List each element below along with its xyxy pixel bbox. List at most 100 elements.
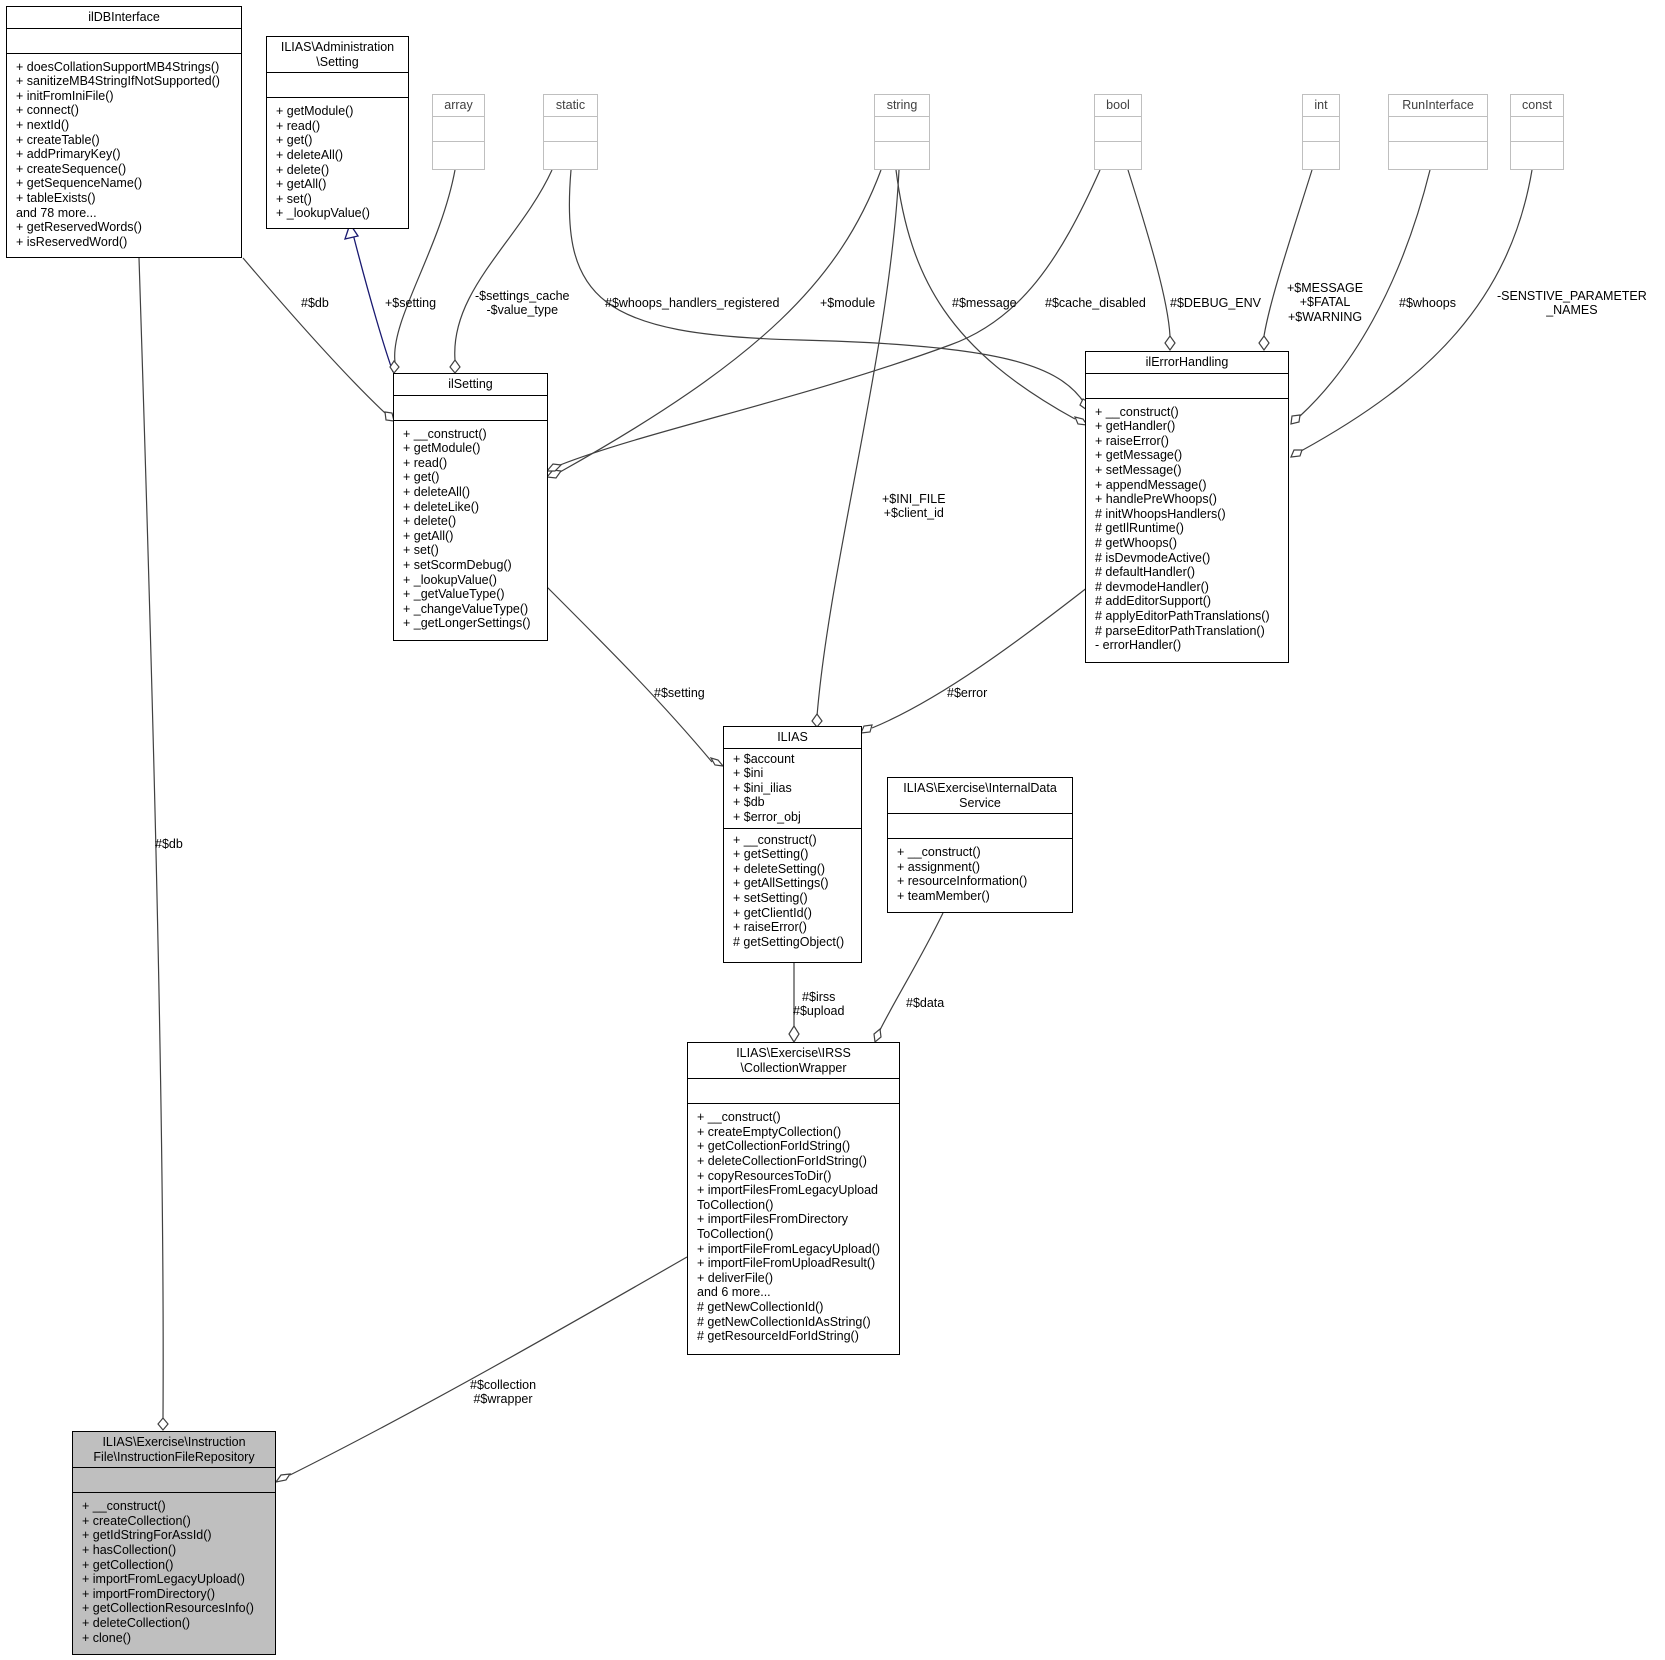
method: + deleteAll() [403, 484, 471, 499]
class-title: ilSetting [448, 377, 493, 391]
method: + __construct() [82, 1499, 166, 1514]
diamond-string-ilsetting [545, 469, 563, 479]
class-array[interactable]: array [432, 94, 485, 170]
method: # addEditorSupport() [1095, 594, 1212, 609]
class-ilsetting[interactable]: ilSetting + __construct() + getModule() … [393, 373, 548, 641]
edge-bool-errorhandling [1127, 169, 1171, 337]
method: + read() [276, 118, 321, 133]
diamond-ilias-wrapper [788, 1024, 800, 1044]
class-title: ILIAS\Exercise\IRSS \CollectionWrapper [736, 1046, 851, 1075]
method: + deleteLike() [403, 499, 480, 514]
attribute: + $ini [733, 766, 764, 781]
method: + _lookupValue() [403, 572, 497, 587]
method: + setMessage() [1095, 462, 1182, 477]
diamond-db-ilsetting [384, 411, 395, 422]
method: + assignment() [897, 859, 981, 874]
method: + getSetting() [733, 847, 809, 862]
method: + createEmptyCollection() [697, 1124, 842, 1139]
attribute-section [888, 813, 1072, 838]
attribute-section [1086, 372, 1288, 398]
edge-label-db-setting: #$db [301, 296, 329, 310]
diamond-ilsetting-ilias [709, 757, 725, 767]
method: + connect() [16, 103, 79, 118]
method: ToCollection() [697, 1197, 774, 1212]
method: + tableExists() [16, 190, 96, 205]
class-title: ILIAS [777, 730, 808, 744]
edge-label-cache-disabled: #$cache_disabled [1045, 296, 1146, 310]
method: + _lookupValue() [276, 206, 370, 221]
method: + getIdStringForAssId() [82, 1528, 212, 1543]
method: - errorHandler() [1095, 638, 1182, 653]
method: + resourceInformation() [897, 874, 1028, 889]
class-title: string [886, 98, 918, 112]
method: + raiseError() [1095, 433, 1169, 448]
method: + initFromIniFile() [16, 88, 114, 103]
method: + createCollection() [82, 1513, 191, 1528]
edge-label-sensitive: -SENSTIVE_PARAMETER _NAMES [1497, 289, 1647, 318]
method: + _changeValueType() [403, 601, 529, 616]
method: + deleteCollection() [82, 1615, 191, 1630]
method: + isReservedWord() [16, 234, 128, 249]
class-const[interactable]: const [1510, 94, 1564, 170]
method: + getSequenceName() [16, 176, 143, 191]
edge-const-errorhandling [1300, 169, 1533, 452]
method: # getNewCollectionId() [697, 1299, 824, 1314]
method: # initWhoopsHandlers() [1095, 506, 1226, 521]
class-administration-setting[interactable]: ILIAS\Administration \Setting + getModul… [266, 36, 409, 229]
method: # getResourceIdForIdString() [697, 1329, 859, 1344]
attribute-section [875, 115, 929, 141]
class-instructionfile-repository[interactable]: ILIAS\Exercise\Instruction File\Instruct… [72, 1431, 276, 1655]
edge-inherit-setting [352, 233, 394, 373]
diamond-const-errorhandling [1290, 449, 1303, 458]
method: + _getLongerSettings() [403, 616, 531, 631]
method-section: + __construct() + assignment() + resourc… [888, 838, 1072, 908]
class-title: RunInterface [1402, 98, 1474, 112]
class-title: const [1522, 98, 1552, 112]
method: # parseEditorPathTranslation() [1095, 623, 1265, 638]
edge-array-ilsetting [394, 169, 456, 363]
method: ToCollection() [697, 1226, 774, 1241]
edge-static-errorhandling [568, 169, 1086, 405]
method: + appendMessage() [1095, 477, 1207, 492]
edge-label-setting-ilias: #$setting [654, 686, 705, 700]
class-ildbinterface[interactable]: ilDBInterface + doesCollationSupportMB4S… [6, 6, 242, 258]
diamond-array-ilsetting [389, 359, 400, 375]
method: # getWhoops() [1095, 535, 1177, 550]
class-title: ILIAS\Exercise\Instruction File\Instruct… [93, 1435, 255, 1464]
diamond-static-ilsetting [449, 358, 461, 374]
attribute-section [688, 1078, 899, 1103]
class-string[interactable]: string [874, 94, 930, 170]
method: + copyResourcesToDir() [697, 1168, 832, 1183]
method: + setSetting() [733, 890, 808, 905]
method: + set() [403, 543, 439, 558]
attribute-section [433, 115, 484, 141]
method: + deleteCollectionForIdString() [697, 1153, 867, 1168]
method: + __construct() [1095, 404, 1179, 419]
method: # defaultHandler() [1095, 565, 1196, 580]
class-internaldata-service[interactable]: ILIAS\Exercise\InternalData Service + __… [887, 777, 1073, 913]
class-title: ilDBInterface [88, 10, 160, 24]
edge-label-debug-env: #$DEBUG_ENV [1170, 296, 1262, 310]
method: + getAll() [276, 177, 327, 192]
attribute: + $account [733, 751, 795, 766]
class-static[interactable]: static [543, 94, 598, 170]
method: + sanitizeMB4StringIfNotSupported() [16, 74, 220, 89]
method: + setScormDebug() [403, 557, 512, 572]
class-int[interactable]: int [1302, 94, 1340, 170]
class-collectionwrapper[interactable]: ILIAS\Exercise\IRSS \CollectionWrapper +… [687, 1042, 900, 1355]
class-ilerrorhandling[interactable]: ilErrorHandling + __construct() + getHan… [1085, 351, 1289, 663]
method: + deleteAll() [276, 147, 344, 162]
class-bool[interactable]: bool [1094, 94, 1142, 170]
attribute-section [544, 115, 597, 141]
method: + __construct() [403, 426, 487, 441]
edge-string-ilias [816, 169, 900, 717]
diamond-int-errorhandling [1258, 334, 1270, 352]
class-ilias[interactable]: ILIAS + $account + $ini + $ini_ilias + $… [723, 726, 862, 963]
method: + deliverFile() [697, 1270, 774, 1285]
method-section: + __construct() + createCollection() + g… [73, 1492, 275, 1650]
method: + set() [276, 191, 312, 206]
edge-label-settings-cache: -$settings_cache -$value_type [475, 289, 570, 318]
edge-string-ilsetting [559, 169, 882, 473]
class-runinterface[interactable]: RunInterface [1388, 94, 1488, 170]
edge-label-module: +$module [820, 296, 876, 310]
